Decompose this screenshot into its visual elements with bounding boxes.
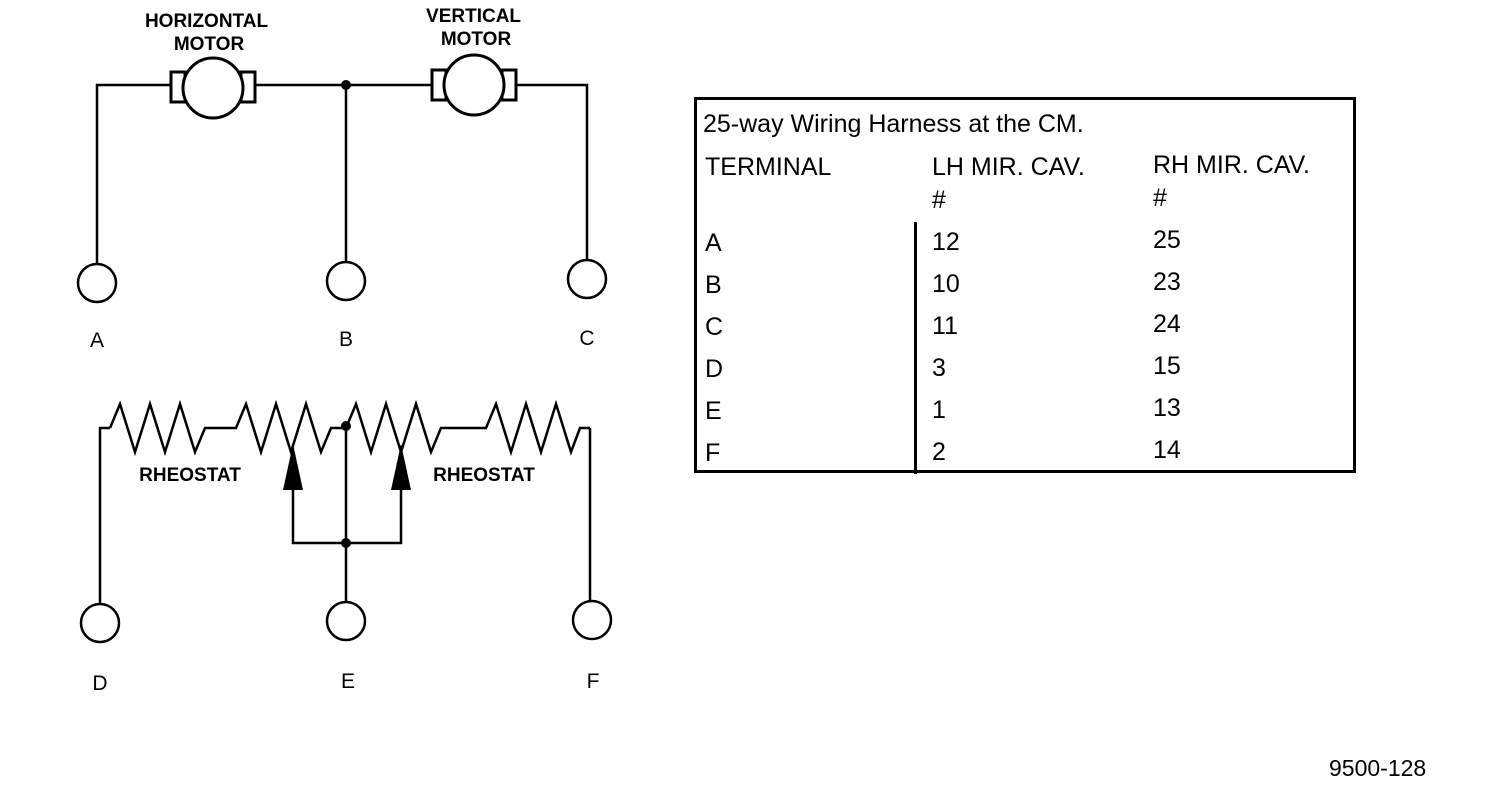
header-terminal: TERMINAL (705, 153, 832, 181)
junction-dot-top (341, 80, 351, 90)
terminal-e-label: E (341, 670, 355, 693)
wire-a (95, 83, 170, 264)
terminal-f-label: F (587, 670, 600, 693)
horizontal-motor-label-line1: HORIZONTAL (145, 11, 269, 32)
right-rheostat-zigzag-icon (344, 399, 590, 457)
horizontal-motor-label-line2: MOTOR (174, 34, 245, 55)
vertical-motor-icon (430, 53, 518, 117)
left-rheostat-zigzag-icon (108, 399, 346, 457)
row-lh-cavity: 11 (932, 312, 958, 340)
row-lh-cavity: 3 (932, 354, 946, 382)
row-lh-cavity: 12 (932, 228, 960, 256)
row-terminal: B (705, 271, 722, 299)
junction-dot-rheostat (341, 421, 351, 431)
horizontal-motor-icon (169, 56, 257, 120)
row-terminal: A (705, 229, 722, 257)
column-divider (914, 222, 917, 474)
row-lh-cavity: 1 (932, 396, 946, 424)
row-rh-cavity: 14 (1153, 436, 1181, 464)
junction-dot-wiper (341, 538, 351, 548)
terminal-b-label: B (339, 328, 353, 351)
row-terminal: D (705, 355, 724, 383)
motor-circuit (95, 80, 589, 264)
header-lh-mir-cav: LH MIR. CAV. (932, 153, 1085, 181)
vertical-motor-label-line2: MOTOR (441, 29, 512, 50)
row-terminal: C (705, 313, 724, 341)
harness-table: 25-way Wiring Harness at the CM. TERMINA… (694, 97, 1356, 474)
terminal-a-icon (76, 262, 118, 304)
figure-code: 9500-128 (1329, 755, 1427, 781)
terminal-d-icon (79, 602, 121, 644)
row-rh-cavity: 13 (1153, 394, 1181, 422)
wire-d (98, 426, 110, 604)
wire-c (516, 83, 589, 260)
terminal-d-label: D (92, 672, 107, 695)
left-wiper-arrow-icon (283, 444, 303, 490)
header-lh-number-sign: # (932, 186, 946, 214)
header-rh-mir-cav: RH MIR. CAV. (1153, 151, 1310, 179)
terminal-f-icon (571, 599, 613, 641)
rheostat-circuit (98, 399, 592, 604)
row-rh-cavity: 23 (1153, 268, 1181, 296)
vertical-motor-label: VERTICAL MOTOR (426, 6, 526, 50)
row-lh-cavity: 10 (932, 270, 960, 298)
row-terminal: F (705, 439, 721, 467)
row-terminal: E (705, 397, 722, 425)
terminal-e-icon (325, 600, 367, 642)
row-rh-cavity: 15 (1153, 352, 1181, 380)
horizontal-motor-label: HORIZONTAL MOTOR (145, 11, 273, 55)
left-rheostat-label: RHEOSTAT (139, 465, 241, 486)
row-lh-cavity: 2 (932, 438, 946, 466)
row-rh-cavity: 24 (1153, 310, 1181, 338)
right-rheostat-label: RHEOSTAT (433, 465, 535, 486)
terminal-c-icon (566, 258, 608, 300)
table-title: 25-way Wiring Harness at the CM. (703, 110, 1084, 138)
vertical-motor-label-line1: VERTICAL (426, 6, 521, 27)
wiring-diagram: HORIZONTAL MOTOR VERTICAL MOTOR (76, 6, 613, 695)
terminal-b-icon (325, 260, 367, 302)
right-wiper-arrow-icon (391, 444, 411, 490)
row-rh-cavity: 25 (1153, 226, 1181, 254)
terminal-c-label: C (579, 327, 594, 350)
terminal-a-label: A (90, 329, 104, 352)
header-rh-number-sign: # (1153, 184, 1167, 212)
